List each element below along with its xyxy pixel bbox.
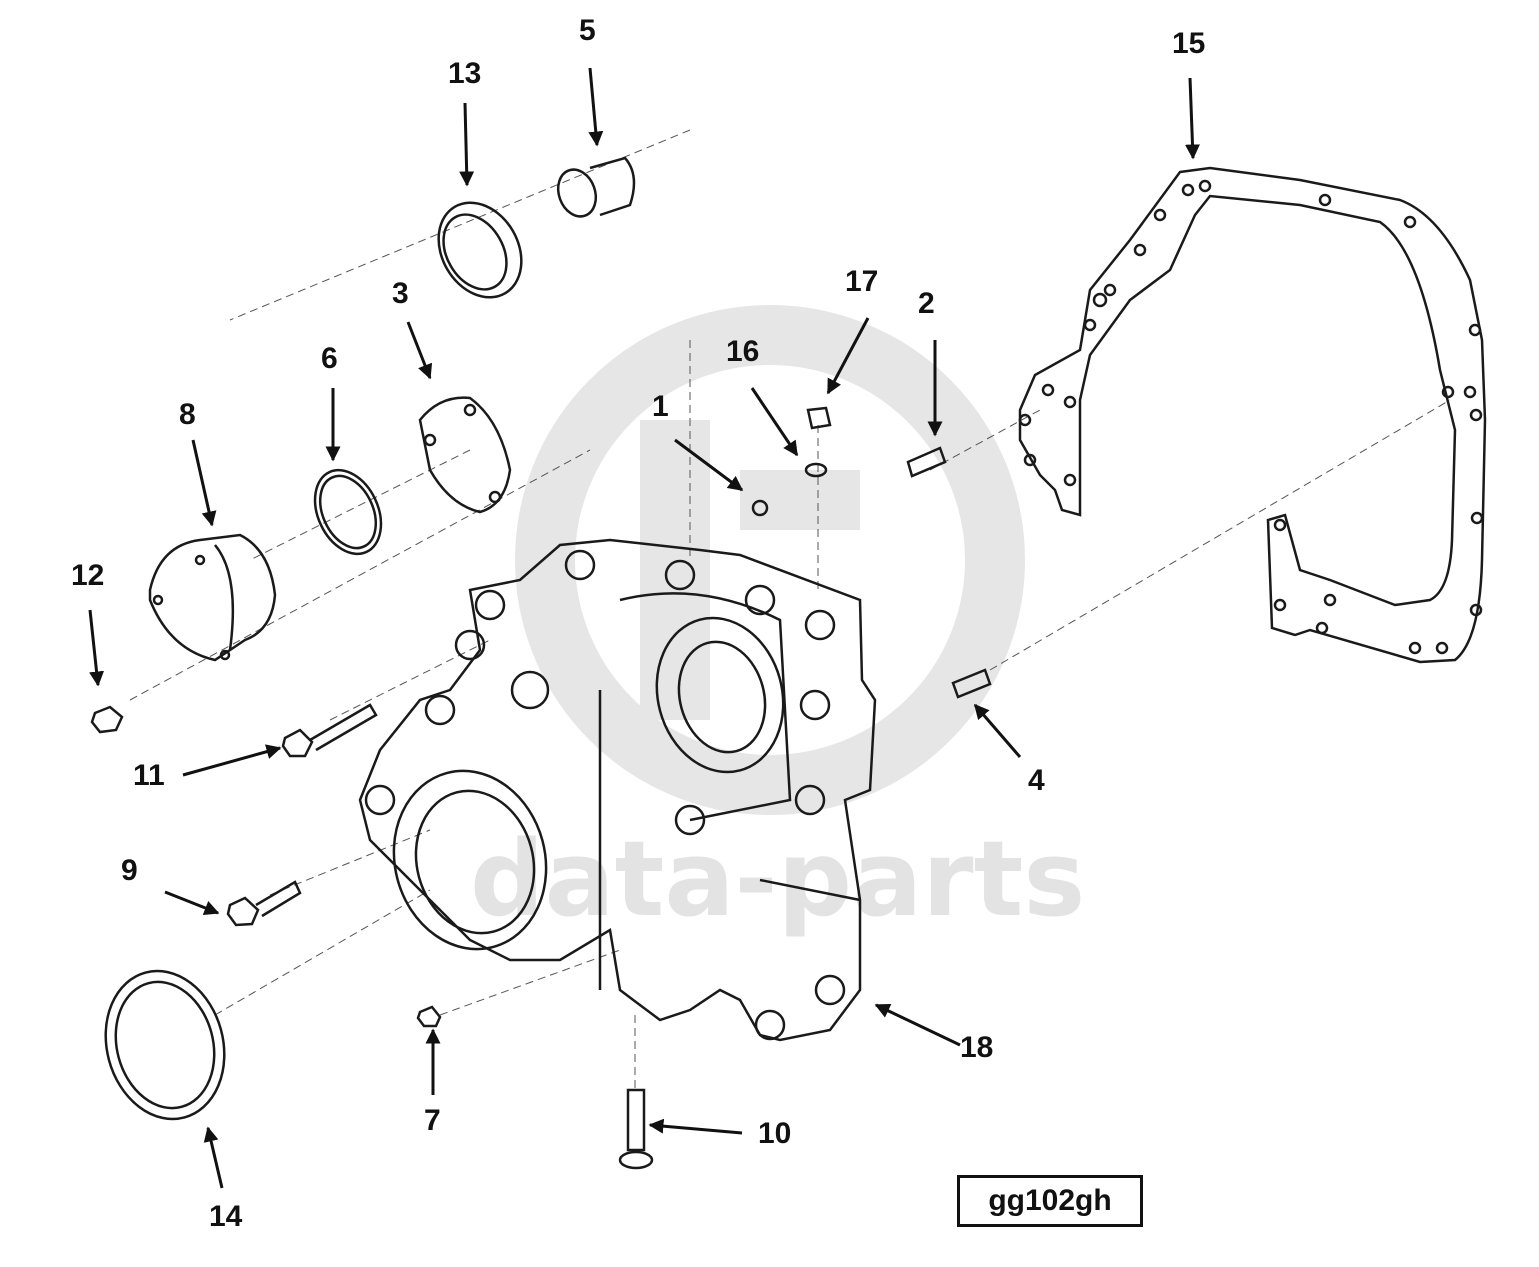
callout-10: 10 xyxy=(758,1117,791,1150)
bolt-part-11 xyxy=(281,703,378,758)
reference-code: gg102gh xyxy=(988,1184,1112,1217)
leader-18 xyxy=(874,1003,961,1047)
bolt-part-9 xyxy=(226,880,302,927)
alignment-lines xyxy=(129,129,1451,1090)
plug-part-17 xyxy=(806,406,832,430)
callout-11: 11 xyxy=(133,759,165,792)
dowel-part-2 xyxy=(906,446,947,478)
callout-9: 9 xyxy=(121,854,138,887)
leader-4 xyxy=(973,703,1022,758)
leader-14 xyxy=(203,1126,224,1189)
callout-13: 13 xyxy=(448,57,481,90)
callout-2: 2 xyxy=(918,287,935,320)
cover-part-8 xyxy=(148,533,277,662)
front-gear-housing-part-18 xyxy=(358,538,877,1042)
small-fittings xyxy=(751,406,992,699)
leader-11 xyxy=(182,744,282,777)
plug-part-12 xyxy=(90,705,124,734)
leader-5 xyxy=(588,67,604,147)
callout-4: 4 xyxy=(1028,764,1045,797)
watermark: data-parts xyxy=(470,305,1085,940)
callout-1: 1 xyxy=(652,390,669,423)
leader-8 xyxy=(191,439,217,527)
washer-part-16 xyxy=(804,462,828,478)
plug-part-1 xyxy=(751,499,769,517)
callout-3: 3 xyxy=(392,277,409,310)
callout-15: 15 xyxy=(1172,27,1205,60)
callout-7: 7 xyxy=(424,1104,441,1137)
leader-arrows xyxy=(88,67,1200,1189)
callout-14: 14 xyxy=(209,1200,243,1233)
leader-13 xyxy=(459,102,475,187)
leader-16 xyxy=(750,387,799,457)
callout-12: 12 xyxy=(71,559,104,592)
leader-17 xyxy=(826,317,870,395)
callout-8: 8 xyxy=(179,398,196,431)
callout-16: 16 xyxy=(726,335,759,368)
sleeve-part-5 xyxy=(556,156,636,218)
watermark-text: data-parts xyxy=(470,818,1085,940)
seal-part-13 xyxy=(437,201,523,299)
callout-labels: 1 2 3 4 5 6 7 8 9 10 11 12 13 14 15 16 1… xyxy=(71,14,1205,1233)
leader-3 xyxy=(406,321,433,380)
stud-part-10 xyxy=(618,1088,654,1170)
callout-5: 5 xyxy=(579,14,596,47)
cover-gasket-part-3 xyxy=(418,396,512,514)
gasket-part-15 xyxy=(1018,166,1487,664)
reference-code-box: gg102gh xyxy=(957,1175,1143,1227)
plug-part-7 xyxy=(416,1005,442,1028)
leader-12 xyxy=(88,609,105,687)
callout-17: 17 xyxy=(845,265,878,298)
callout-18: 18 xyxy=(960,1031,993,1064)
leader-1 xyxy=(674,438,744,492)
seal-part-14 xyxy=(104,969,226,1121)
callout-6: 6 xyxy=(321,342,338,375)
leader-9 xyxy=(164,890,220,915)
dowel-part-4 xyxy=(951,668,992,699)
leader-10 xyxy=(648,1118,743,1135)
o-ring-part-6 xyxy=(313,468,383,556)
leader-15 xyxy=(1184,77,1200,160)
